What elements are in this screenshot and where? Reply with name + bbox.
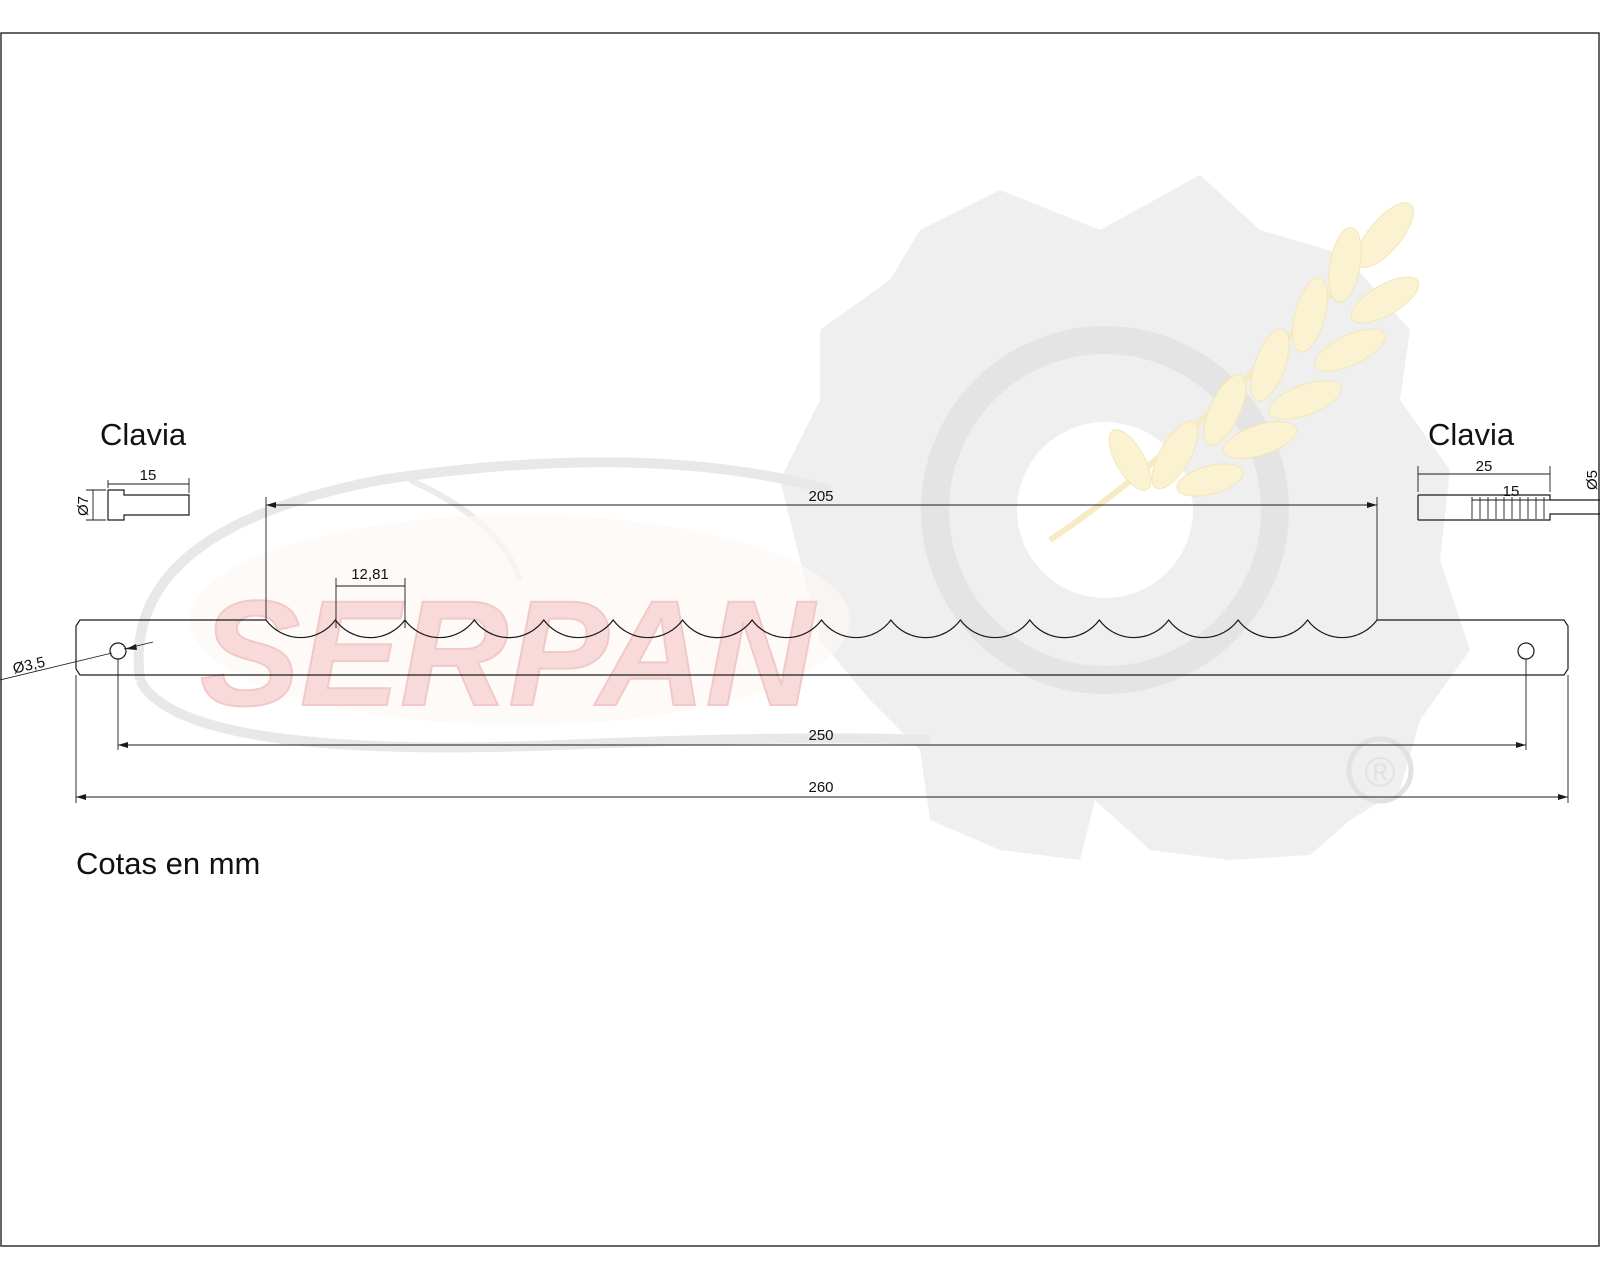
registered-mark: ® bbox=[1346, 736, 1414, 804]
overall-length-dimension: 260 bbox=[75, 675, 1569, 803]
left-pin-detail: Clavia 15 Ø7 bbox=[75, 417, 190, 521]
units-note: Cotas en mm bbox=[76, 846, 260, 881]
overall-length-value: 260 bbox=[808, 779, 833, 796]
hole-diameter-value: Ø3,5 bbox=[11, 654, 47, 678]
left-pin-outline bbox=[107, 489, 190, 521]
serration-span-dimension: 205 bbox=[265, 488, 1378, 620]
left-mounting-hole bbox=[109, 642, 127, 660]
wheat-watermark-icon bbox=[1048, 202, 1420, 543]
right-pin-length-value: 25 bbox=[1476, 458, 1493, 475]
brand-watermark-text: SERPAN bbox=[200, 569, 817, 737]
hole-spacing-dimension: 250 bbox=[117, 659, 1527, 750]
tooth-pitch-value: 12,81 bbox=[351, 566, 389, 583]
right-mounting-hole bbox=[1517, 642, 1535, 660]
clavia-right-label: Clavia bbox=[1428, 417, 1515, 452]
right-pin-diameter-value: Ø5 bbox=[1584, 470, 1600, 490]
left-pin-length-value: 15 bbox=[140, 467, 157, 484]
watermark-logo: SERPAN ® bbox=[133, 175, 1470, 860]
hole-spacing-value: 250 bbox=[808, 727, 833, 744]
registered-symbol: ® bbox=[1365, 748, 1396, 795]
drawing-frame bbox=[0, 32, 1600, 1247]
right-pin-knurl-value: 15 bbox=[1503, 483, 1520, 500]
serration-span-value: 205 bbox=[808, 488, 833, 505]
left-pin-diameter-value: Ø7 bbox=[75, 496, 92, 516]
right-pin-detail: Clavia 25 15 Ø5 bbox=[1417, 417, 1600, 521]
hole-diameter-leader bbox=[0, 652, 113, 681]
hole-diameter-dimension: Ø3,5 bbox=[0, 641, 154, 681]
blade-outline bbox=[75, 618, 1569, 676]
clavia-left-label: Clavia bbox=[100, 417, 187, 452]
tooth-pitch-dimension: 12,81 bbox=[335, 566, 406, 628]
